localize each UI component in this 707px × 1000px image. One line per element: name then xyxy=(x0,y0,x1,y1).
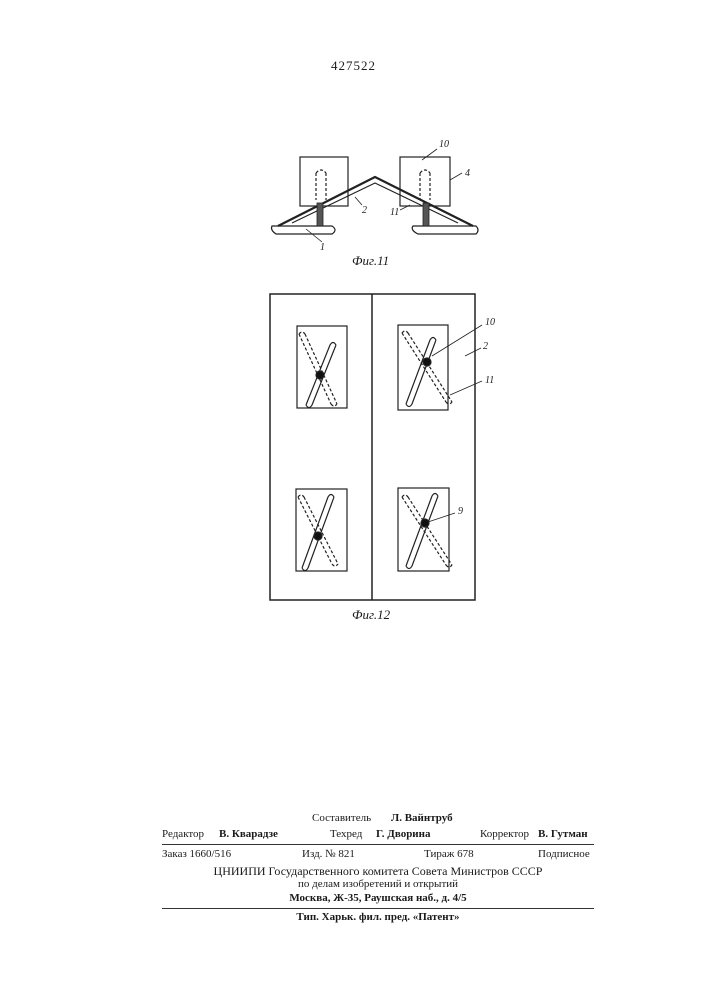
fig12-slot-solid-br xyxy=(406,494,438,569)
rule-bottom xyxy=(162,908,594,909)
institute-line-2: по делам изобретений и открытий xyxy=(162,878,594,890)
fig11-callout-1: 1 xyxy=(320,242,325,253)
corrector-label: Корректор xyxy=(480,828,529,840)
print-run: Тираж 678 xyxy=(424,848,474,860)
fig12-slot-solid-tr xyxy=(406,338,436,407)
fig11-callout-10: 10 xyxy=(439,139,449,150)
fig11-left-foot xyxy=(272,226,336,234)
fig12-callout-2: 2 xyxy=(483,341,488,352)
fig11-drawing xyxy=(272,149,479,242)
subscription-note: Подписное xyxy=(538,848,590,860)
fig12-pin-tr xyxy=(423,358,431,366)
printer-line: Тип. Харьк. фил. пред. «Патент» xyxy=(162,911,594,923)
fig11-callout-2: 2 xyxy=(362,205,367,216)
techred-name: Г. Дворина xyxy=(376,828,430,840)
fig11-left-block xyxy=(300,157,348,206)
techred-label: Техред xyxy=(330,828,362,840)
fig12-pin-br xyxy=(421,519,429,527)
edition-number: Изд. № 821 xyxy=(302,848,355,860)
imprint-block: Составитель Л. Вайнтруб Редактор В. Квар… xyxy=(162,812,594,844)
rule-top xyxy=(162,844,594,845)
corrector-name: В. Гутман xyxy=(538,828,588,840)
fig12-window-bottom-right xyxy=(398,488,449,571)
fig11-right-screw xyxy=(423,203,429,226)
order-number: Заказ 1660/516 xyxy=(162,848,231,860)
fig12-pin-bl xyxy=(314,532,322,540)
fig12-slot-dashed-bl xyxy=(298,495,338,566)
institute-line-1: ЦНИИПИ Государственного комитета Совета … xyxy=(162,864,594,879)
fig12-callout-9: 9 xyxy=(458,506,463,517)
address: Москва, Ж-35, Раушская наб., д. 4/5 xyxy=(162,892,594,904)
fig12-pin-tl xyxy=(316,371,324,379)
editor-name: В. Кварадзе xyxy=(219,828,278,840)
fig12-drawing xyxy=(270,294,482,600)
compiler-label: Составитель xyxy=(312,812,371,824)
compiler-name: Л. Вайнтруб xyxy=(391,812,453,824)
fig11-right-slot xyxy=(420,170,430,200)
editor-label: Редактор xyxy=(162,828,204,840)
fig12-callout-11: 11 xyxy=(485,375,494,386)
fig11-left-screw xyxy=(317,203,323,226)
fig11-right-foot xyxy=(412,226,478,234)
fig11-plate-outer xyxy=(278,177,473,226)
fig11-caption: Фиг.11 xyxy=(352,253,389,269)
fig12-callout-10: 10 xyxy=(485,317,495,328)
fig11-callout-11: 11 xyxy=(390,207,399,218)
fig11-callout-4: 4 xyxy=(465,168,470,179)
fig12-caption: Фиг.12 xyxy=(352,607,390,623)
fig12-window-top-left xyxy=(297,326,347,408)
fig11-left-slot xyxy=(316,170,326,200)
